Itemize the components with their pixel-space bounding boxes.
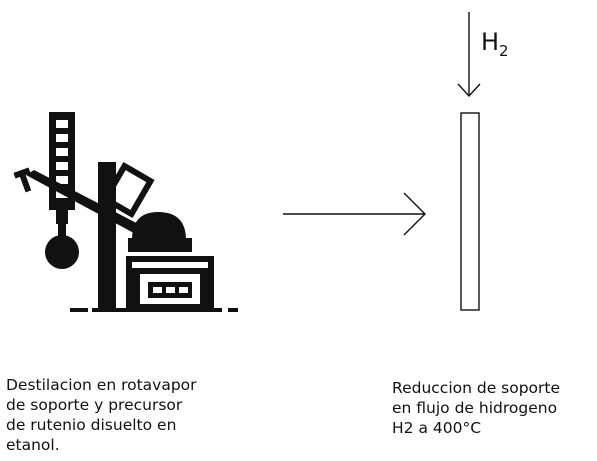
caption-line: H2 a 400°C <box>392 419 482 437</box>
rotary-evaporator-icon <box>13 112 238 312</box>
caption-line: etanol. <box>6 436 60 454</box>
caption-line: en flujo de hidrogeno <box>392 399 558 417</box>
caption-line: de rutenio disuelto en <box>6 416 177 434</box>
support-tube-icon <box>460 112 480 311</box>
caption-line: Reduccion de soporte <box>392 379 561 397</box>
reduction-caption: Reduccion de soporte en flujo de hidroge… <box>392 378 560 438</box>
h2-label: H2 <box>481 28 509 60</box>
h2-flow-arrow <box>457 12 481 98</box>
process-arrow <box>283 192 426 236</box>
distillation-caption: Destilacion en rotavapor de soporte y pr… <box>6 375 197 455</box>
caption-line: de soporte y precursor <box>6 396 183 414</box>
caption-line: Destilacion en rotavapor <box>6 376 197 394</box>
